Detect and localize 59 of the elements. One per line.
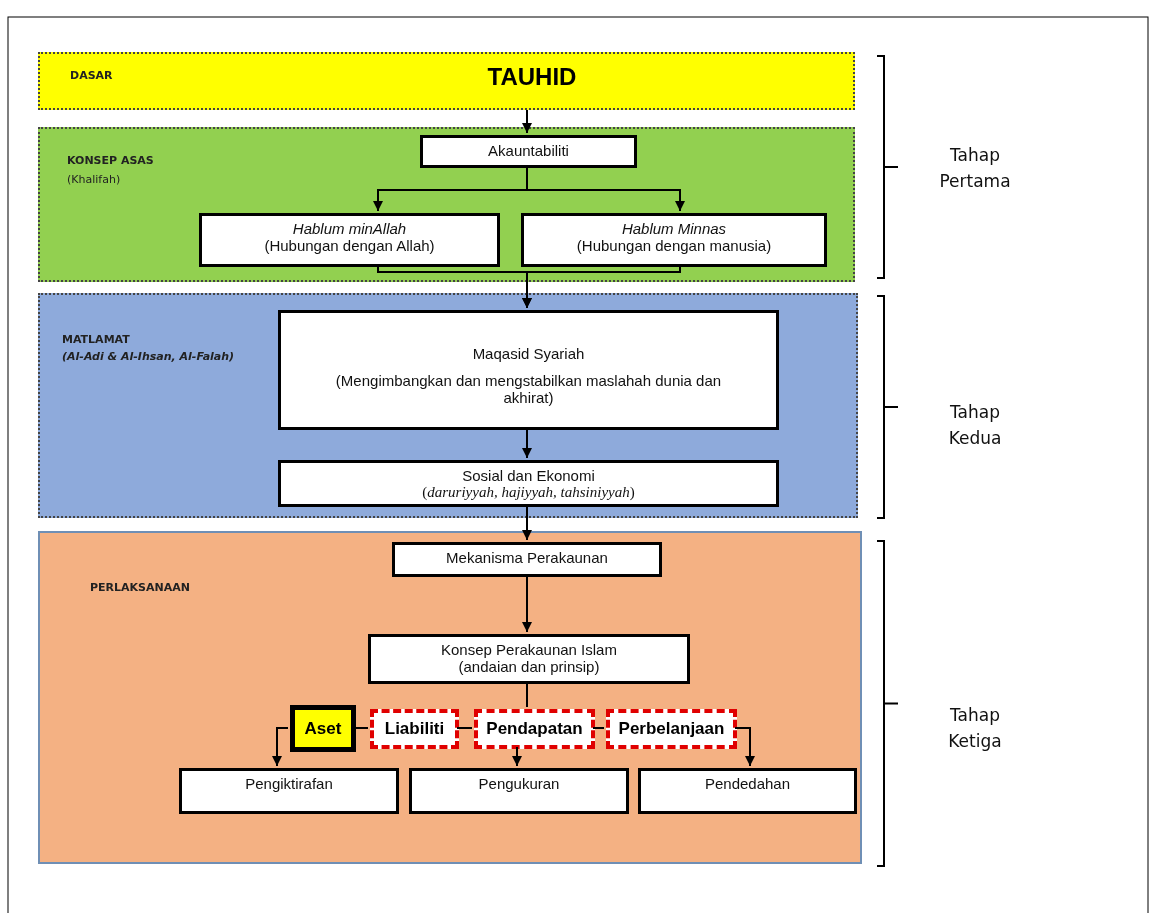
process-box [638,768,857,814]
stage-label: Tahap Pertama [938,144,1012,193]
category-box [370,709,459,749]
process-box [392,542,662,577]
process-box [420,135,637,168]
box-label: Pengiktirafan [245,775,333,792]
stage-band [38,293,858,518]
category-box [474,709,595,749]
arrow [512,746,522,767]
box-label: Akauntabiliti [488,142,569,159]
box-label: Liabiliti [384,719,445,739]
box-label: (andaian dan prinsip) [458,658,600,675]
box-label: Maqasid Syariah [472,345,585,362]
process-box [199,213,500,267]
arrow [522,264,681,309]
connector-line [456,727,473,729]
band-title: TAUHID [486,62,578,92]
box-label: Sosial dan Ekonomi [462,467,595,484]
arrow [522,109,532,134]
arrow [522,504,532,541]
box-label: Konsep Perakaunan Islam [441,641,617,658]
box-label: (daruriyyah, hajiyyah, tahsiniyyah) [422,484,635,501]
connector-line [526,681,528,708]
stage-label: Tahap Kedua [947,401,1003,450]
process-box [409,768,629,814]
stage-heading: DASAR [70,68,114,84]
box-label: Pengukuran [478,775,560,792]
process-box [521,213,827,267]
box-label: (Hubungan dengan Allah) [264,237,435,254]
box-label: Mekanisma Perakaunan [446,549,608,566]
stage-label: Tahap Ketiga [947,704,1003,753]
arrow [522,427,532,459]
box-label: Perbelanjaan [618,719,725,739]
process-box [368,634,690,684]
process-box [278,460,779,507]
box-label: (Hubungan dengan manusia) [576,237,772,254]
connector-line [353,727,369,729]
stage-heading: KONSEP ASAS [67,153,155,169]
category-box [290,705,356,752]
arrow [522,574,532,633]
box-label: Pendapatan [486,719,583,739]
box-label: Aset [304,718,342,739]
stage-subtitle: (Khalifah) [67,172,122,188]
box-label: (Mengimbangkan dan mengstabilkan maslahah dunia dan akhirat) [334,372,723,406]
category-box [606,709,737,749]
stage-heading: MATLAMAT [62,332,131,348]
process-box [278,310,779,430]
connector-line [592,727,605,729]
box-label: Hablum minAllah [292,220,407,237]
arrow [272,727,289,767]
stage-subtitle: (Al-Adi & Al-Ihsan, Al-Falah) [62,349,236,365]
stage-band [38,531,862,864]
process-box [179,768,399,814]
box-label: Pendedahan [704,775,791,792]
stage-heading: PERLAKSANAAN [90,580,191,596]
stage-band [38,52,855,110]
box-label: Hablum Minnas [621,220,727,237]
stage-band [38,127,855,282]
arrow [734,727,755,767]
